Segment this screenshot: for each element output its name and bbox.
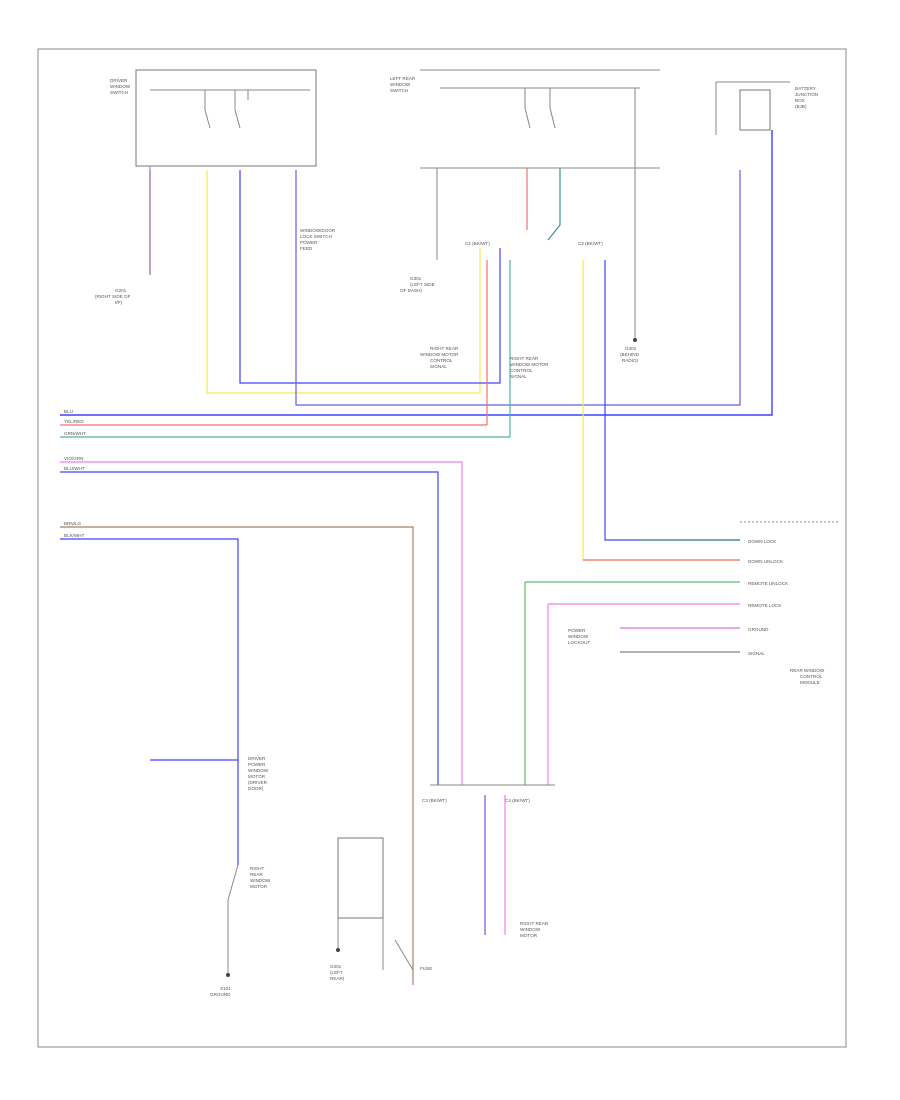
pin-label-1: DOWN LOCK (748, 539, 777, 544)
pin-label-3: REMOTE UNLOCK (748, 581, 789, 586)
connector-c3: C3 (BK/WT) (422, 798, 447, 803)
wire-magenta (60, 461, 463, 785)
wire-blue-4 (60, 538, 239, 865)
right-ground-dot (633, 338, 637, 342)
diagram-frame (37, 48, 847, 1048)
connector-c2: C2 (BK/WT) (578, 241, 603, 246)
pin-label-4: REMOTE LOCK (748, 603, 782, 608)
wire-blue-1 (239, 170, 501, 384)
wire-label-violet: VIO/GRN (64, 456, 83, 461)
wire-teal-1 (547, 168, 561, 241)
wire-purple-1 (295, 170, 741, 406)
wire-yellow-2 (582, 260, 740, 561)
wire-label-brnlg: BRN/LG (64, 521, 82, 526)
connector-c1: C1 (BK/WT) (465, 241, 490, 246)
lower-mid-box (337, 837, 384, 919)
pin-label-5: GROUND (748, 627, 769, 632)
right-connector: DOWN LOCK DOWN UNLOCK REMOTE UNLOCK REMO… (525, 521, 840, 685)
top-right-module-box (739, 89, 771, 131)
wire-tan (60, 526, 414, 985)
wire-blue-2 (604, 260, 740, 541)
bottom-left-dot (226, 973, 230, 977)
wire-blue-right (60, 130, 773, 416)
pin-label-2: DOWN UNLOCK (748, 559, 784, 564)
misc-fuse: FUSE (420, 966, 432, 971)
wire-blue-3 (60, 471, 439, 785)
wire-label-blu: BLU (64, 409, 73, 414)
wire-yellow-1 (206, 170, 481, 394)
wire-label-bluwht: BLU/WHT (64, 466, 85, 471)
wire-label-yelred: YEL/RED (64, 419, 84, 424)
connector-c4: C4 (BK/WT) (505, 798, 530, 803)
top-left-switch-box (135, 69, 317, 167)
wire-label-grnwht: GRN/WHT (64, 431, 86, 436)
wire-label-blkwht: BLK/WHT (64, 533, 85, 538)
pin-label-6: SIGNAL (748, 651, 765, 656)
bottom-mid-dot (336, 948, 340, 952)
